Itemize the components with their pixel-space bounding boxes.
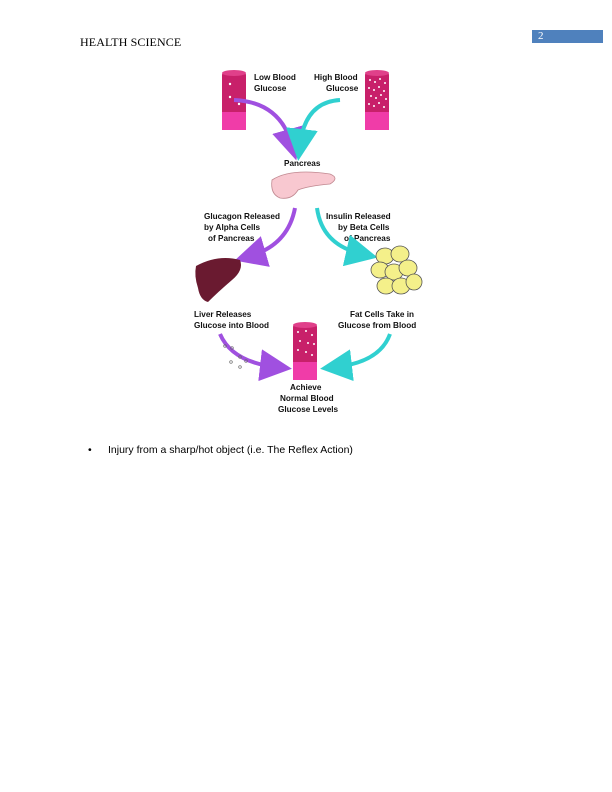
normal-label-1: Achieve — [290, 383, 322, 392]
page-number: 2 — [532, 30, 603, 43]
fat-label-1: Fat Cells Take in — [350, 310, 414, 319]
liver-icon — [195, 258, 241, 302]
fat-label-2: Glucose from Blood — [338, 321, 416, 330]
insulin-label-3: of Pancreas — [344, 234, 391, 243]
glucagon-label-1: Glucagon Released — [204, 212, 280, 221]
glucagon-label-2: by Alpha Cells — [204, 223, 261, 232]
normal-label-3: Glucose Levels — [278, 405, 339, 414]
insulin-label-1: Insulin Released — [326, 212, 391, 221]
header-title: HEALTH SCIENCE — [80, 35, 182, 49]
insulin-release-arrow-icon — [315, 207, 378, 267]
blood-glucose-regulation-diagram: Low Blood Glucose High Blood Glucose Pan… — [180, 60, 440, 425]
normal-label-2: Normal Blood — [280, 394, 334, 403]
glucagon-release-arrow-icon — [234, 207, 297, 267]
glucose-particles-icon — [223, 344, 248, 369]
high-glucose-tube-icon — [365, 70, 389, 130]
bullet-icon: • — [88, 444, 92, 456]
pancreas-label: Pancreas — [284, 159, 321, 168]
bullet-list-item: • Injury from a sharp/hot object (i.e. Th… — [88, 444, 353, 456]
normal-glucose-tube-icon — [293, 322, 317, 380]
high-glucose-label-1: High Blood — [314, 73, 358, 82]
high-glucose-label-2: Glucose — [326, 84, 359, 93]
low-glucose-tube-icon — [222, 70, 246, 130]
liver-label-1: Liver Releases — [194, 310, 252, 319]
low-glucose-label-1: Low Blood — [254, 73, 296, 82]
insulin-label-2: by Beta Cells — [338, 223, 390, 232]
pancreas-icon — [271, 171, 336, 199]
liver-label-2: Glucose into Blood — [194, 321, 269, 330]
fat-cells-icon — [370, 245, 423, 295]
glucagon-label-3: of Pancreas — [208, 234, 255, 243]
insulin-arrow-icon — [285, 98, 341, 161]
fat-to-blood-arrow-icon — [320, 333, 392, 382]
liver-to-blood-arrow-icon — [218, 333, 292, 382]
low-glucose-label-2: Glucose — [254, 84, 287, 93]
bullet-text: Injury from a sharp/hot object (i.e. The… — [108, 444, 353, 456]
